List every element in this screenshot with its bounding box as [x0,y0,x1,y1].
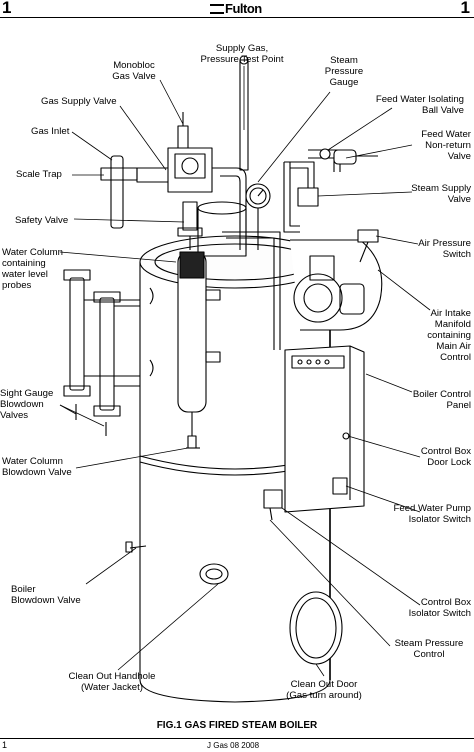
label-boiler-blowdown: Boiler Blowdown Valve [11,584,81,606]
logo-text: Fulton [225,1,262,16]
label-gas-inlet: Gas Inlet [31,126,70,137]
header-rule [0,17,474,18]
figure-caption: FIG.1 GAS FIRED STEAM BOILER [156,720,318,731]
label-steam-supply-valve: Steam Supply Valve [411,183,471,205]
air-intake-manifold [290,229,383,331]
label-scale-trap: Scale Trap [16,169,62,180]
steam-pressure-gauge-drawing [245,183,271,250]
internal-pipes [222,231,281,350]
sight-gauges-drawing [63,269,154,436]
label-sight-gauge-blowdown: Sight Gauge Blowdown Valves [0,388,54,421]
fulton-logo: Fulton [210,1,262,16]
label-supply-gas-test-point: Supply Gas, Pressure Test Point [200,43,284,65]
page-number-right: 1 [460,0,470,17]
label-steam-pressure-gauge: Steam Pressure Gauge [324,55,364,88]
label-water-column-blowdown: Water Column Blowdown Valve [2,456,72,478]
label-boiler-control-panel: Boiler Control Panel [412,389,471,411]
footer-page-number: 1 [2,740,8,750]
water-column-drawing [177,251,221,449]
lower-features [125,541,343,665]
label-safety-valve: Safety Valve [15,215,69,226]
label-control-box-isolator: Control Box Isolator Switch [408,597,471,619]
logo-mark-icon [210,4,224,14]
gas-train [100,55,249,250]
label-clean-out-door: Clean Out Door (Gas turn around) [286,679,362,701]
label-water-column: Water Column containing water level prob… [2,247,63,291]
label-air-pressure-switch: Air Pressure Switch [418,238,471,260]
leader-lines [59,66,431,677]
label-air-intake-manifold: Air Intake Manifold containing Main Air … [427,308,471,363]
control-panel-drawing [263,345,365,521]
label-feed-water-nonreturn-valve: Feed Water Non-return Valve [421,129,471,162]
steam-pipework [283,148,378,233]
footer-reference: J Gas 08 2008 [207,741,260,750]
safety-valve [177,201,203,250]
label-gas-supply-valve: Gas Supply Valve [41,96,117,107]
label-monobloc-gas-valve: Monobloc Gas Valve [112,60,156,82]
label-feed-water-isolating-valve: Feed Water Isolating Ball Valve [375,94,464,116]
label-clean-out-handhole: Clean Out Handhole (Water Jacket) [68,671,156,693]
label-steam-pressure-control: Steam Pressure Control [394,638,464,660]
label-control-box-door-lock: Control Box Door Lock [420,446,471,468]
label-feed-water-pump-isolator: Feed Water Pump Isolator Switch [393,503,472,525]
page-number-left: 1 [2,0,12,17]
footer-rule [0,738,474,739]
